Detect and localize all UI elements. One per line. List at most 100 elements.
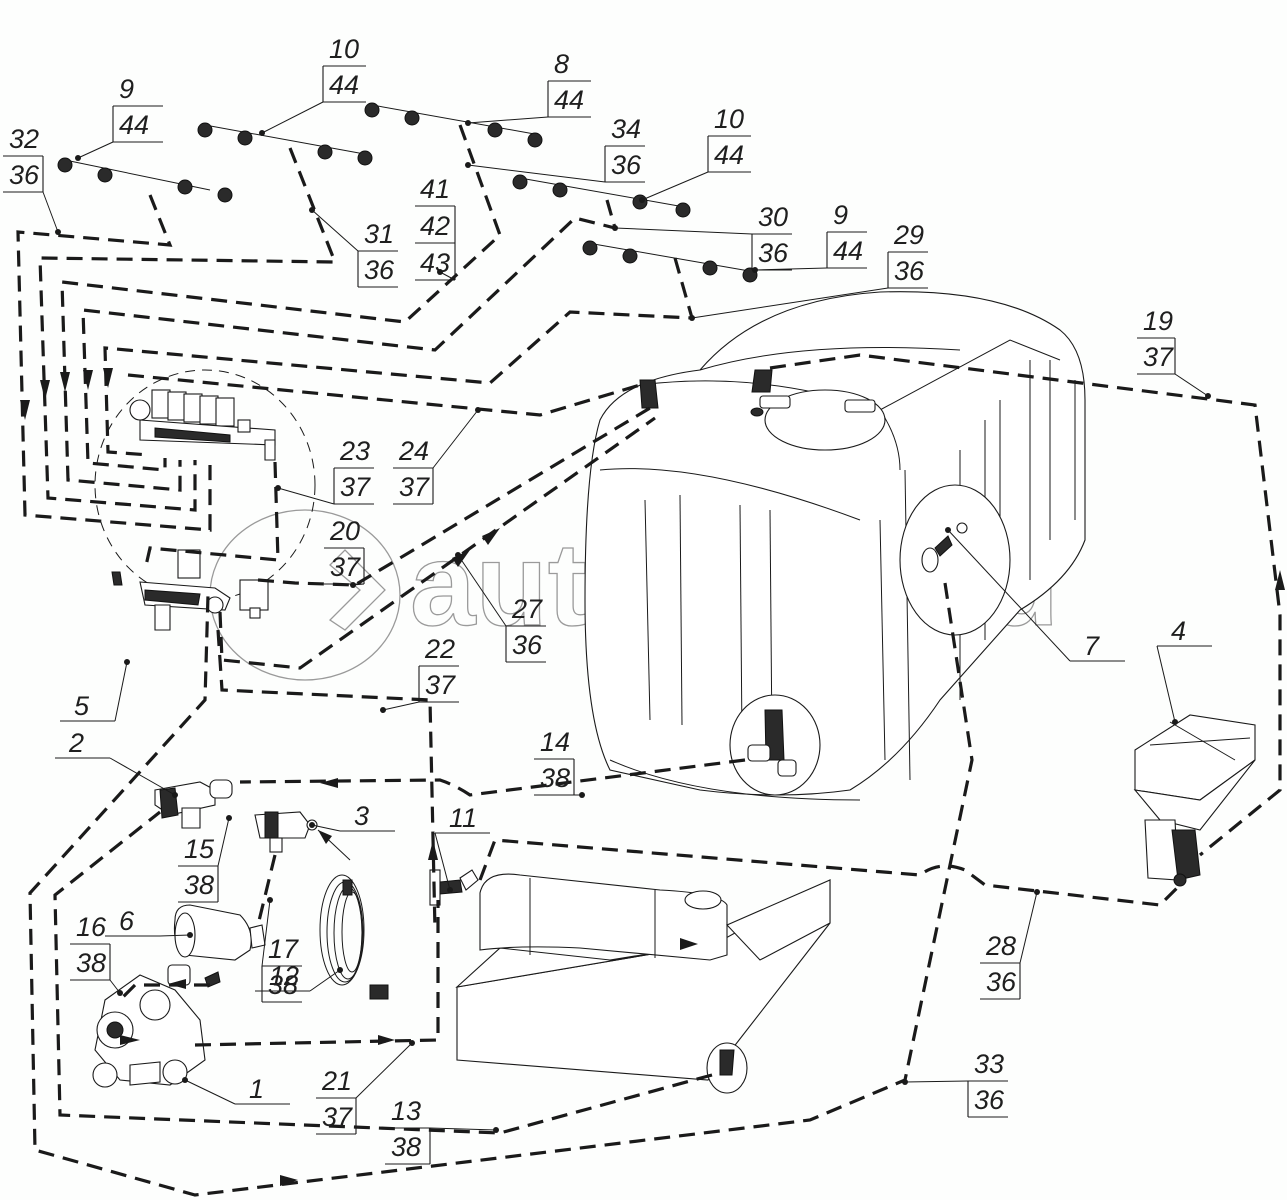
callout-position: 24	[398, 436, 429, 466]
leader-line	[754, 267, 828, 271]
leader-dot	[639, 197, 645, 203]
leader-line	[434, 832, 451, 891]
callout-reference: 36	[758, 238, 789, 268]
callout-number: 1	[249, 1074, 264, 1104]
watermark-logo-arrow	[328, 549, 386, 631]
clean-water-tank-cap	[684, 890, 722, 910]
callout-number: 12	[269, 961, 299, 991]
callout-position: 9	[119, 74, 134, 104]
leader-line	[159, 934, 191, 937]
chemical-hopper	[1133, 714, 1256, 887]
leader-line	[432, 409, 479, 469]
flow-arrow	[83, 370, 93, 390]
leader-dot	[409, 1040, 415, 1046]
flow-arrow	[40, 380, 50, 400]
callout-number: 41	[420, 174, 450, 204]
callout-12: 12	[255, 961, 343, 992]
callout-reference: 37	[322, 1102, 353, 1132]
leader-dot	[337, 967, 343, 973]
leader-line	[691, 287, 889, 319]
callout-position: 23	[339, 436, 370, 466]
callout-reference: 38	[184, 870, 214, 900]
hose-17	[256, 854, 277, 926]
callout-position: 32	[9, 124, 39, 154]
leader-dot	[437, 269, 443, 275]
leader-dot	[689, 315, 695, 321]
callout-reference: 38	[76, 948, 106, 978]
callout-number: 3	[354, 801, 369, 831]
callout-number: 2	[68, 728, 84, 758]
leader-dot	[309, 207, 315, 213]
callout-reference: 38	[268, 970, 298, 1000]
leader-dot	[309, 822, 315, 828]
flow-arrow	[60, 372, 70, 392]
flow-arrow	[680, 938, 698, 950]
flow-arrow	[103, 368, 113, 388]
leader-line	[467, 164, 606, 183]
hose-27	[218, 416, 656, 670]
flow-arrow	[482, 528, 500, 545]
callout-reference: 37	[1143, 342, 1174, 372]
flow-arrow	[320, 778, 338, 788]
callout-position: 27	[511, 594, 543, 624]
hose-34	[60, 124, 502, 492]
fill-valve	[254, 811, 318, 853]
callout-7: 7	[945, 527, 1125, 662]
hose-21	[194, 900, 440, 1047]
callout-position: 30	[758, 202, 788, 232]
leader-dot	[579, 792, 585, 798]
leader-line	[467, 116, 549, 124]
leader-line	[217, 817, 230, 867]
leader-dot	[226, 815, 232, 821]
callout-position: 31	[364, 219, 394, 249]
leader-line	[904, 1080, 969, 1083]
leader-line	[114, 661, 128, 722]
callout-4: 4	[1156, 616, 1212, 725]
leader-dot	[465, 120, 471, 126]
callout-9b: 944	[752, 200, 867, 273]
agitator-detail-circle	[899, 484, 1011, 636]
callout-position: 34	[611, 114, 641, 144]
leader-line	[77, 141, 114, 159]
callout-number: 11	[449, 803, 477, 833]
leader-dot	[612, 225, 618, 231]
leader-line	[641, 171, 709, 201]
callout-reference: 36	[611, 150, 642, 180]
leader-dot	[945, 527, 951, 533]
leader-dot	[752, 267, 758, 273]
leader-line	[311, 824, 341, 832]
callout-position: 33	[974, 1049, 1004, 1079]
leader-dot	[902, 1079, 908, 1085]
callout-number: 5	[74, 691, 90, 721]
leader-line	[1174, 373, 1209, 397]
callout-position: 9	[833, 200, 848, 230]
callout-reference: 37	[330, 552, 361, 582]
leader-dot	[124, 659, 130, 665]
main-tank	[584, 291, 1086, 801]
callout-reference: 36	[894, 256, 925, 286]
leader-dot	[182, 1077, 188, 1083]
callout-reference: 37	[340, 472, 371, 502]
callout-reference: 44	[119, 110, 149, 140]
leader-dot	[275, 485, 281, 491]
leader-line	[42, 191, 59, 233]
control-block	[94, 369, 316, 631]
callout-reference: 36	[364, 255, 395, 285]
hose-30	[81, 199, 618, 472]
callout-number: 4	[1171, 616, 1186, 646]
callout-reference: 37	[399, 472, 430, 502]
hoses	[16, 124, 1285, 1197]
leader-line	[184, 1079, 236, 1105]
callouts: 9441044844323634361044414243313630369442…	[3, 34, 1212, 1165]
